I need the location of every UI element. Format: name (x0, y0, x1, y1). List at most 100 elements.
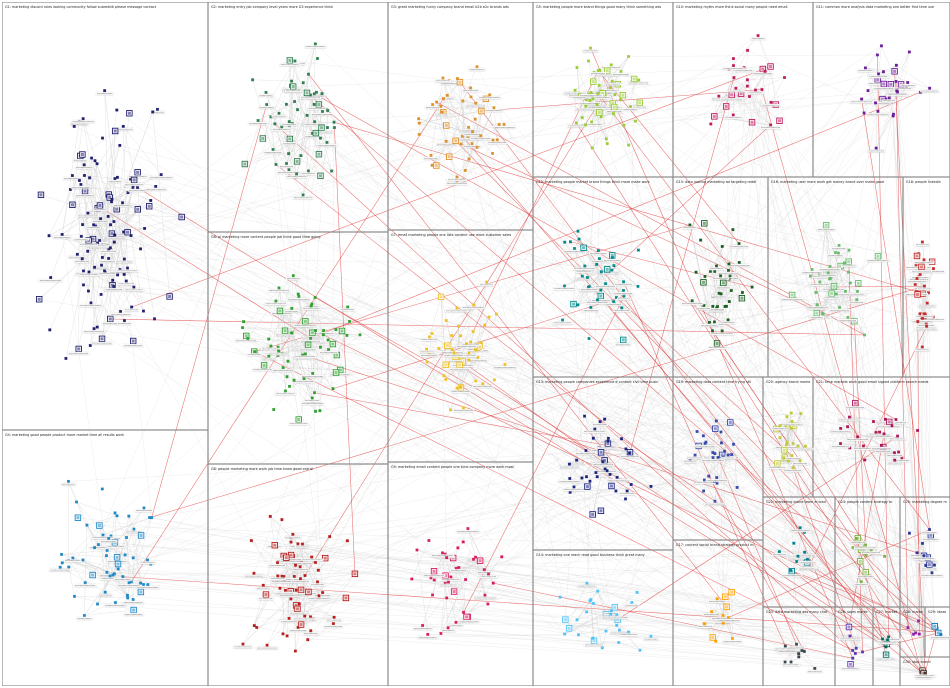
node[interactable] (293, 59, 297, 63)
node[interactable] (748, 95, 751, 98)
node[interactable] (728, 274, 732, 278)
node[interactable] (444, 319, 448, 322)
node[interactable] (358, 333, 362, 337)
node[interactable] (627, 630, 631, 634)
node[interactable] (241, 326, 244, 330)
node[interactable] (139, 247, 142, 251)
node[interactable] (591, 436, 595, 440)
node[interactable] (622, 280, 626, 284)
node[interactable] (345, 333, 349, 337)
node[interactable] (790, 454, 794, 458)
node[interactable] (482, 568, 486, 572)
node[interactable] (732, 64, 735, 68)
node[interactable] (492, 378, 496, 382)
node[interactable] (838, 305, 841, 309)
node[interactable] (810, 268, 814, 271)
node[interactable] (598, 257, 601, 261)
node[interactable] (153, 317, 156, 321)
node[interactable] (58, 565, 62, 569)
node[interactable] (717, 94, 721, 98)
node[interactable] (853, 652, 857, 655)
node[interactable] (251, 78, 255, 82)
node[interactable] (291, 532, 295, 536)
node[interactable] (881, 637, 884, 641)
node[interactable] (278, 586, 282, 590)
node[interactable] (727, 300, 731, 304)
node[interactable] (296, 542, 300, 546)
node[interactable] (878, 430, 882, 434)
node[interactable] (880, 444, 883, 447)
node[interactable] (732, 442, 735, 446)
node[interactable] (303, 614, 307, 618)
node[interactable] (309, 629, 313, 633)
node[interactable] (298, 565, 302, 569)
node[interactable] (719, 292, 723, 296)
node[interactable] (834, 251, 837, 254)
node[interactable] (798, 526, 802, 530)
node[interactable] (915, 277, 919, 281)
node[interactable] (572, 485, 576, 489)
node[interactable] (328, 535, 332, 539)
node[interactable] (110, 197, 114, 201)
node[interactable] (613, 93, 617, 97)
node[interactable] (265, 103, 269, 106)
node[interactable] (872, 420, 875, 423)
node[interactable] (620, 437, 623, 441)
node[interactable] (800, 649, 804, 652)
node[interactable] (71, 556, 75, 560)
node[interactable] (587, 59, 590, 63)
node[interactable] (783, 644, 787, 648)
node[interactable] (100, 263, 103, 267)
node[interactable] (914, 631, 918, 635)
node[interactable] (617, 641, 621, 644)
node[interactable] (82, 269, 85, 273)
node[interactable] (638, 648, 642, 652)
node[interactable] (629, 105, 632, 108)
node[interactable] (60, 233, 64, 236)
node[interactable] (410, 577, 414, 581)
node[interactable] (321, 110, 324, 113)
node[interactable] (440, 110, 444, 114)
node[interactable] (707, 321, 711, 324)
node[interactable] (256, 119, 260, 122)
node[interactable] (711, 329, 714, 333)
node[interactable] (927, 291, 930, 295)
node[interactable] (719, 430, 723, 434)
node[interactable] (476, 355, 480, 359)
node[interactable] (95, 162, 99, 166)
node[interactable] (862, 111, 866, 115)
node[interactable] (78, 179, 81, 182)
node[interactable] (471, 330, 475, 333)
node[interactable] (427, 539, 431, 542)
node[interactable] (306, 638, 310, 642)
node[interactable] (619, 70, 623, 73)
node[interactable] (441, 551, 444, 555)
node[interactable] (622, 123, 626, 127)
node[interactable] (75, 252, 79, 256)
node[interactable] (112, 240, 116, 244)
node[interactable] (287, 152, 291, 156)
node[interactable] (67, 479, 70, 483)
node[interactable] (818, 280, 822, 284)
node[interactable] (149, 199, 153, 202)
node[interactable] (797, 655, 801, 659)
node[interactable] (60, 561, 64, 565)
node[interactable] (595, 475, 599, 479)
node[interactable] (604, 137, 608, 141)
node[interactable] (877, 72, 880, 76)
node[interactable] (836, 251, 840, 255)
node[interactable] (837, 244, 841, 247)
node[interactable] (636, 284, 640, 288)
node[interactable] (610, 79, 614, 83)
node[interactable] (333, 126, 336, 130)
node[interactable] (563, 240, 567, 244)
node[interactable] (826, 271, 830, 275)
node[interactable] (575, 618, 579, 622)
node[interactable] (887, 635, 890, 639)
node[interactable] (122, 272, 126, 276)
node[interactable] (64, 357, 68, 360)
node[interactable] (708, 269, 712, 273)
node[interactable] (783, 76, 786, 79)
node[interactable] (277, 349, 281, 353)
node[interactable] (625, 489, 629, 493)
